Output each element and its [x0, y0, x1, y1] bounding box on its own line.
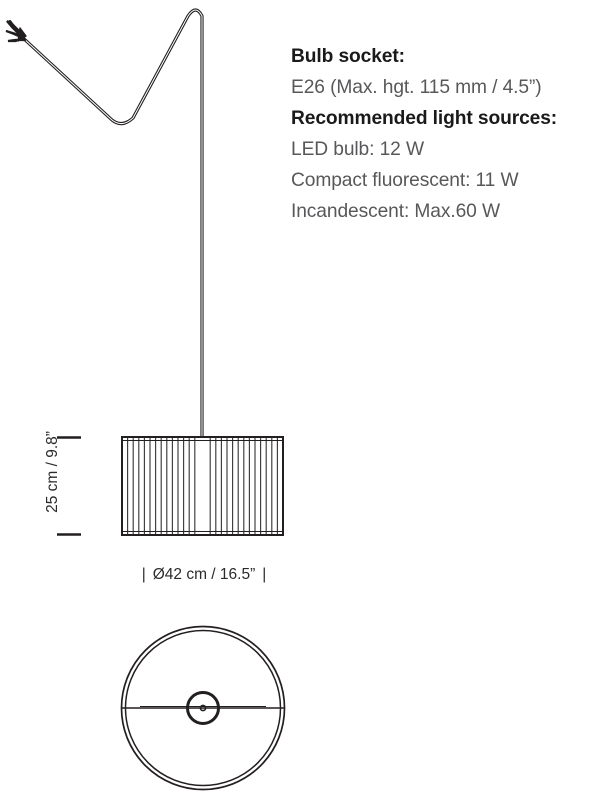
plan-center-point	[199, 704, 207, 712]
incandescent-value: Incandescent: Max.60 W	[291, 201, 500, 222]
lamp-shade-plan-view	[120, 625, 286, 791]
power-cord-highlight	[21, 9, 203, 438]
height-dimension-ticks	[57, 436, 81, 536]
shade-outline	[121, 436, 284, 536]
power-cord-path	[20, 8, 204, 439]
lamp-shade-elevation	[121, 436, 284, 536]
height-dimension-label: 25 cm / 9.8”	[44, 431, 61, 513]
shade-body	[122, 437, 283, 535]
specifications-block: Bulb socket: E26 (Max. hgt. 115 mm / 4.5…	[291, 41, 596, 227]
led-bulb-value: LED bulb: 12 W	[291, 139, 424, 160]
diameter-dimension-label: | Ø42 cm / 16.5” |	[104, 566, 304, 584]
plan-outer-circle	[120, 625, 286, 791]
diameter-dimension-value: Ø42 cm / 16.5”	[152, 566, 256, 583]
compact-fluorescent-value: Compact fluorescent: 11 W	[291, 170, 519, 191]
plug-icon	[5, 19, 27, 43]
bulb-socket-value: E26 (Max. hgt. 115 mm / 4.5”)	[291, 77, 542, 98]
bulb-socket-heading: Bulb socket:	[291, 46, 405, 67]
plan-socket-ring	[186, 691, 220, 725]
power-cord-group	[5, 8, 204, 439]
recommended-sources-heading: Recommended light sources:	[291, 108, 558, 129]
shade-ribs	[127, 438, 278, 534]
diameter-tick-right: |	[262, 566, 267, 583]
diameter-tick-left: |	[141, 566, 146, 583]
